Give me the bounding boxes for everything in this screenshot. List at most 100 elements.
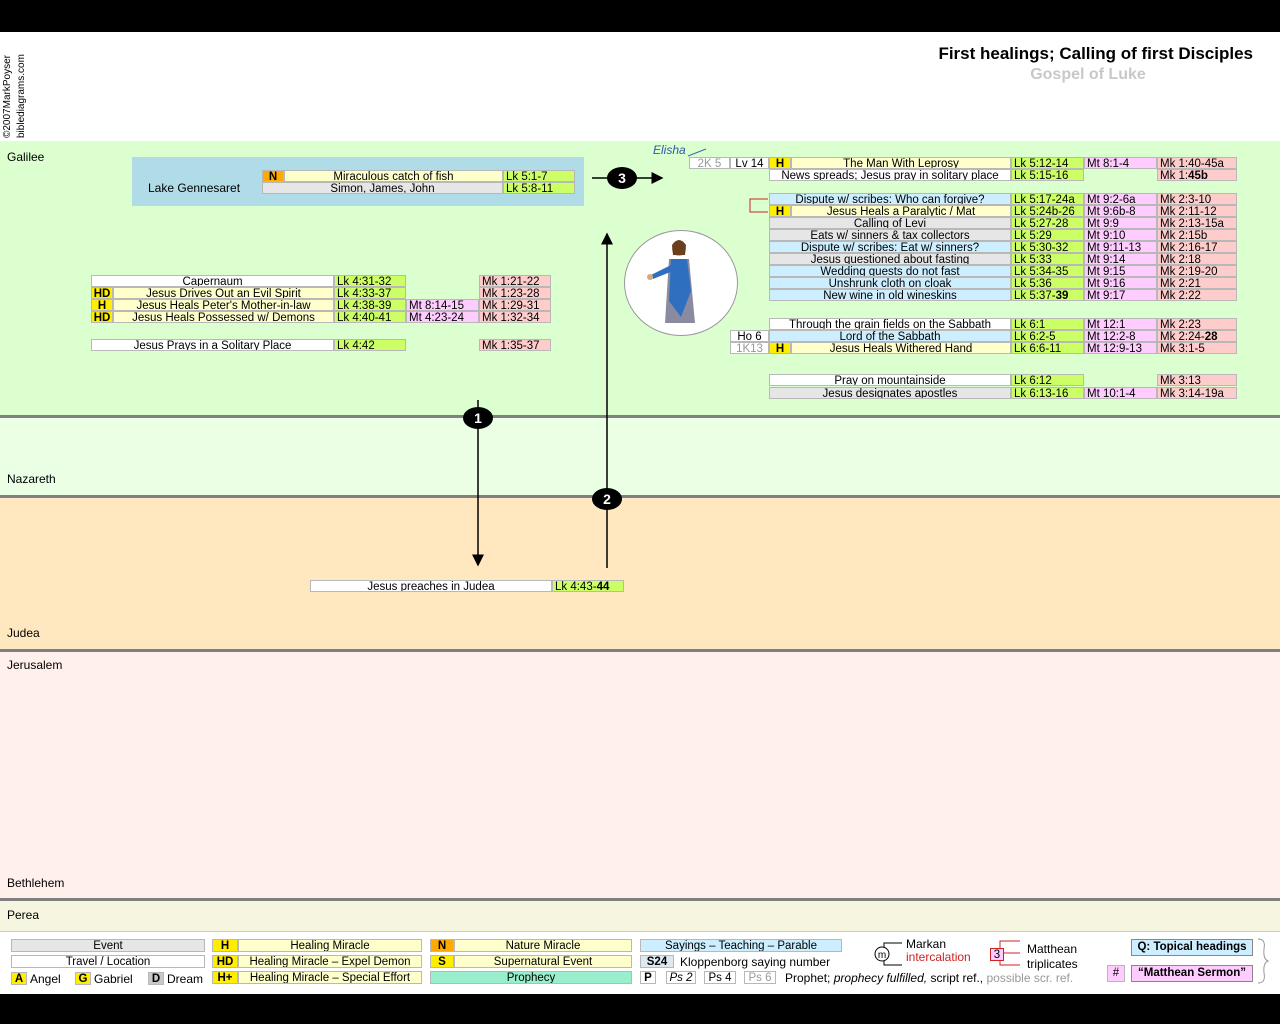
- legend-triplicate-tag: 3: [990, 948, 1004, 961]
- ref-mk-2-18: Mk 2:18: [1157, 253, 1237, 265]
- ref-lk-5-27-28: Lk 5:27-28: [1011, 217, 1084, 229]
- ref-mk-2-11-12: Mk 2:11-12: [1157, 205, 1237, 217]
- event-heals-possessed: Jesus Heals Possessed w/ Demons: [113, 311, 334, 323]
- region-label-bethlehem: Bethlehem: [7, 876, 65, 890]
- tag-healing-demon: HD: [91, 311, 113, 323]
- diagram-canvas: ©2007MarkPoyser biblediagrams.com First …: [0, 32, 1280, 994]
- diagram-title: First healings; Calling of first Discipl…: [938, 44, 1253, 63]
- legend-hplus-tag: H+: [212, 971, 238, 984]
- legend-angel: Angel: [30, 972, 61, 986]
- event-eats-with-sinners: Eats w/ sinners & tax collectors: [769, 229, 1011, 241]
- judea-band: [0, 498, 1280, 649]
- ref-mk-3-14-19a: Mk 3:14-19a: [1157, 387, 1237, 399]
- diagram-subtitle: Gospel of Luke: [1030, 66, 1146, 83]
- region-label-jerusalem: Jerusalem: [7, 658, 63, 672]
- ref-mt-9-10: Mt 9:10: [1084, 229, 1157, 241]
- legend-prophet-text: Prophet; prophecy fulfilled, script ref.…: [785, 971, 1074, 985]
- tag-healing: H: [91, 299, 113, 311]
- ref-mt-9-11-13: Mt 9:11-13: [1084, 241, 1157, 253]
- perea-band: [0, 901, 1280, 931]
- legend-angel-tag: A: [11, 972, 27, 985]
- legend-q-headings: Q: Topical headings: [1131, 939, 1253, 956]
- legend-hd-tag: HD: [212, 955, 238, 968]
- ref-lk-5-8-11: Lk 5:8-11: [503, 182, 575, 194]
- legend-ps2: Ps 2: [666, 971, 696, 984]
- legend-s24-tag: S24: [640, 955, 674, 968]
- legend-intercalation: intercalation: [906, 950, 971, 964]
- ref-mk-2-16-17: Mk 2:16-17: [1157, 241, 1237, 253]
- event-preaches-in-judea: Jesus preaches in Judea: [310, 580, 552, 592]
- legend-brace: [1257, 938, 1270, 984]
- ref-2k-5: 2K 5: [689, 157, 730, 169]
- ref-mt-4-23-24: Mt 4:23-24: [406, 311, 479, 323]
- ref-mk-1-35-37: Mk 1:35-37: [479, 339, 551, 351]
- ref-lk-6-1: Lk 6:1: [1011, 318, 1084, 330]
- legend-special-effort: Healing Miracle – Special Effort: [238, 971, 422, 984]
- legend-triplicates: triplicates: [1027, 957, 1078, 971]
- event-pray-on-mountainside: Pray on mountainside: [769, 374, 1011, 386]
- ref-lk-6-13-16: Lk 6:13-16: [1011, 387, 1084, 399]
- ref-lk-5-17-24a: Lk 5:17-24a: [1011, 193, 1084, 205]
- event-dispute-eat-with-sinners: Dispute w/ scribes: Eat w/ sinners?: [769, 241, 1011, 253]
- ref-lk-6-6-11: Lk 6:6-11: [1011, 342, 1084, 354]
- ref-lk-4-43-44: Lk 4:43-44: [552, 580, 624, 592]
- ref-mk-1-21-22: Mk 1:21-22: [479, 275, 551, 287]
- legend-event: Event: [11, 939, 205, 952]
- legend-markan: Markan: [906, 937, 947, 951]
- event-grain-fields: Through the grain fields on the Sabbath: [769, 318, 1011, 330]
- nazareth-divider: [0, 495, 1280, 498]
- ref-mk-2-15b: Mk 2:15b: [1157, 229, 1237, 241]
- ref-lk-6-12: Lk 6:12: [1011, 374, 1084, 386]
- ref-mk-2-23: Mk 2:23: [1157, 318, 1237, 330]
- legend-kloppenborg: Kloppenborg saying number: [680, 955, 831, 969]
- elisha-note: Elisha: [653, 143, 686, 157]
- ref-mt-9-14: Mt 9:14: [1084, 253, 1157, 265]
- tag-healing-demon: HD: [91, 287, 113, 299]
- event-new-wine: New wine in old wineskins: [769, 289, 1011, 301]
- region-label-nazareth: Nazareth: [7, 472, 56, 486]
- legend-gabriel-tag: G: [75, 972, 91, 985]
- ref-mk-2-22: Mk 2:22: [1157, 289, 1237, 301]
- legend-travel: Travel / Location: [11, 955, 205, 968]
- ref-mt-9-9: Mt 9:9: [1084, 217, 1157, 229]
- ref-lk-5-36: Lk 5:36: [1011, 277, 1084, 289]
- legend-supernatural: Supernatural Event: [454, 955, 632, 968]
- nazareth-band: [0, 418, 1280, 495]
- event-prays-solitary-place: Jesus Prays in a Solitary Place: [91, 339, 334, 351]
- ref-mt-10-1-4: Mt 10:1-4: [1084, 387, 1157, 399]
- ref-mt-12-9-13: Mt 12:9-13: [1084, 342, 1157, 354]
- jesus-figure-image: [624, 230, 738, 336]
- ref-mt-8-14-15: Mt 8:14-15: [406, 299, 479, 311]
- route-arrows: [472, 148, 768, 568]
- event-dispute-who-can-forgive: Dispute w/ scribes: Who can forgive?: [769, 193, 1011, 205]
- ref-mt-9-6b-8: Mt 9:6b-8: [1084, 205, 1157, 217]
- ref-lk-4-42: Lk 4:42: [334, 339, 406, 351]
- ref-lk-5-12-14: Lk 5:12-14: [1011, 157, 1084, 169]
- event-simon-james-john: Simon, James, John: [262, 182, 503, 194]
- ref-lk-5-24b-26: Lk 5:24b-26: [1011, 205, 1084, 217]
- legend-expel-demon: Healing Miracle – Expel Demon: [238, 955, 422, 968]
- event-heals-paralytic: Jesus Heals a Paralytic / Mat: [791, 205, 1011, 217]
- ref-lk-4-31-32: Lk 4:31-32: [334, 275, 406, 287]
- ref-lk-4-40-41: Lk 4:40-41: [334, 311, 406, 323]
- legend-matthean: Matthean: [1027, 942, 1078, 956]
- ref-mk-2-19-20: Mk 2:19-20: [1157, 265, 1237, 277]
- ref-1k13: 1K13: [730, 342, 769, 354]
- step-marker-2: 2: [592, 488, 622, 510]
- ref-mk-1-32-34: Mk 1:32-34: [479, 311, 551, 323]
- ref-lk-5-15-16: Lk 5:15-16: [1011, 169, 1084, 181]
- ref-lk-5-37-39: Lk 5:37-39: [1011, 289, 1084, 301]
- step-marker-1: 1: [463, 407, 493, 429]
- legend-prophecy: Prophecy: [430, 971, 632, 984]
- legend-gabriel: Gabriel: [94, 972, 133, 986]
- legend-n-tag: N: [430, 939, 454, 952]
- region-label-perea: Perea: [7, 908, 40, 922]
- tag-healing: H: [769, 157, 791, 169]
- ref-lk-5-33: Lk 5:33: [1011, 253, 1084, 265]
- legend-healing-miracle: Healing Miracle: [238, 939, 422, 952]
- legend-matthean-sermon: “Matthean Sermon”: [1131, 965, 1253, 982]
- legend-m-tag: m: [878, 950, 886, 961]
- event-wedding-guests: Wedding guests do not fast: [769, 265, 1011, 277]
- event-calling-of-levi: Calling of Levi: [769, 217, 1011, 229]
- event-man-with-leprosy: The Man With Leprosy: [791, 157, 1011, 169]
